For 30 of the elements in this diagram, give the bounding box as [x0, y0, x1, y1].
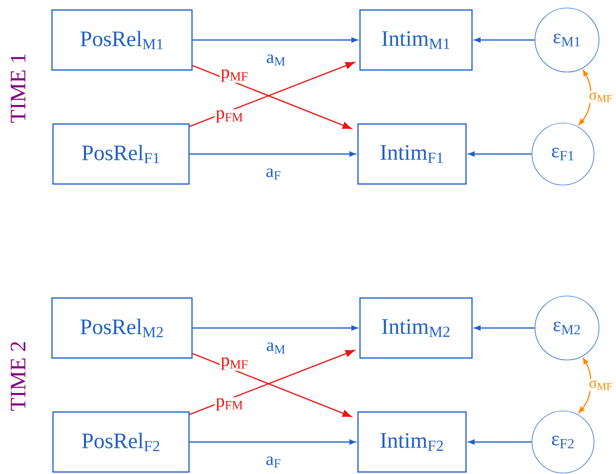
- variable-box: Intim$_{M1}$: [359, 9, 473, 71]
- edge-label: a$_{F}$: [264, 455, 282, 468]
- arrow: [468, 151, 532, 157]
- arrow: [192, 37, 358, 43]
- variable-box: PosRel$_{F1}$: [52, 123, 190, 185]
- arrow: [578, 70, 592, 126]
- arrow: [190, 439, 356, 445]
- variable-box: Intim$_{F2}$: [357, 411, 467, 473]
- variable-box: PosRel$_{M1}$: [51, 9, 193, 71]
- edge-label: a$_{M}$: [265, 53, 287, 67]
- arrow: [190, 151, 356, 157]
- time-label: TIME 2: [10, 342, 26, 411]
- edge-label: p$_{FM}$: [214, 397, 244, 412]
- edge-label: σ$_{MF}$: [588, 91, 614, 103]
- arrow: [578, 358, 592, 414]
- edge-label: p$_{MF}$: [220, 68, 250, 83]
- time-label: TIME 1: [10, 54, 26, 123]
- variable-box: Intim$_{F1}$: [357, 123, 467, 185]
- arrow: [192, 325, 358, 331]
- variable-box: PosRel$_{M2}$: [51, 297, 193, 359]
- edge-label: σ$_{MF}$: [588, 379, 614, 391]
- arrow: [468, 439, 532, 445]
- edge-label: a$_{M}$: [265, 341, 287, 354]
- variable-box: Intim$_{M2}$: [359, 297, 473, 359]
- edge-label: p$_{MF}$: [220, 356, 250, 371]
- arrow: [474, 325, 535, 331]
- variable-box: PosRel$_{F2}$: [52, 411, 190, 473]
- edge-label: p$_{FM}$: [214, 109, 244, 124]
- edge-label: a$_{F}$: [264, 167, 282, 181]
- arrow: [474, 37, 535, 43]
